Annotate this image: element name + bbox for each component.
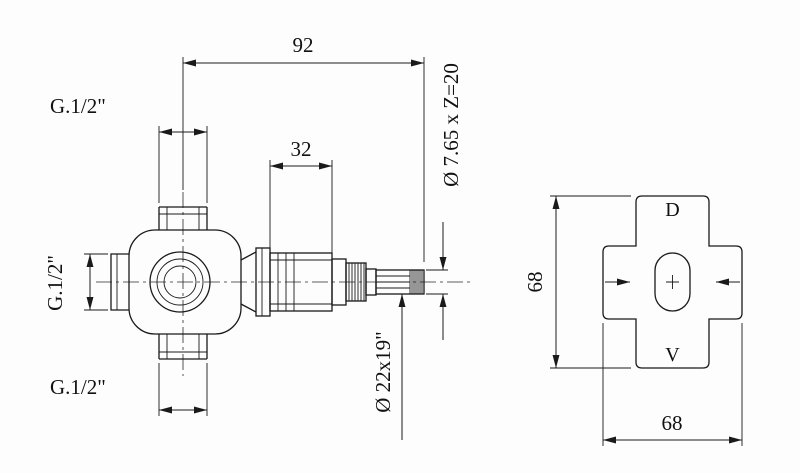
dim-cartridge-length: 32 <box>269 137 333 255</box>
dim-thread-left: G.1/2" <box>43 253 108 311</box>
stem-spec-label: Ø 22x19" <box>371 331 395 413</box>
dim-32-label: 32 <box>291 137 312 161</box>
dim-plate-width: 68 <box>602 323 743 446</box>
valve-port-circles <box>149 251 211 313</box>
spline-spec-label: Ø 7.65 x Z=20 <box>439 63 463 187</box>
dim-92-label: 92 <box>293 33 314 57</box>
plate-markings: D V <box>665 199 680 366</box>
marking-top-label: D <box>665 199 679 221</box>
dim-spline-spec: Ø 7.65 x Z=20 <box>426 63 463 340</box>
dim-plate-height: 68 <box>523 195 631 369</box>
plate-knob <box>654 252 691 312</box>
thread-top-label: G.1/2" <box>50 94 106 118</box>
dim-thread-bottom: G.1/2" <box>50 363 208 416</box>
dim-68-horizontal-label: 68 <box>662 411 683 435</box>
dim-overall-length: 92 <box>182 33 425 262</box>
dim-thread-top: G.1/2" <box>50 94 208 203</box>
thread-bottom-label: G.1/2" <box>50 375 106 399</box>
plate-outline <box>602 195 743 369</box>
valve-body-outline <box>110 206 242 360</box>
marking-bottom-label: V <box>665 344 680 366</box>
dim-stem-spec: Ø 22x19" <box>371 294 406 440</box>
thread-left-label: G.1/2" <box>43 255 67 311</box>
cartridge-assembly <box>240 247 425 317</box>
dim-68-vertical-label: 68 <box>523 272 547 293</box>
